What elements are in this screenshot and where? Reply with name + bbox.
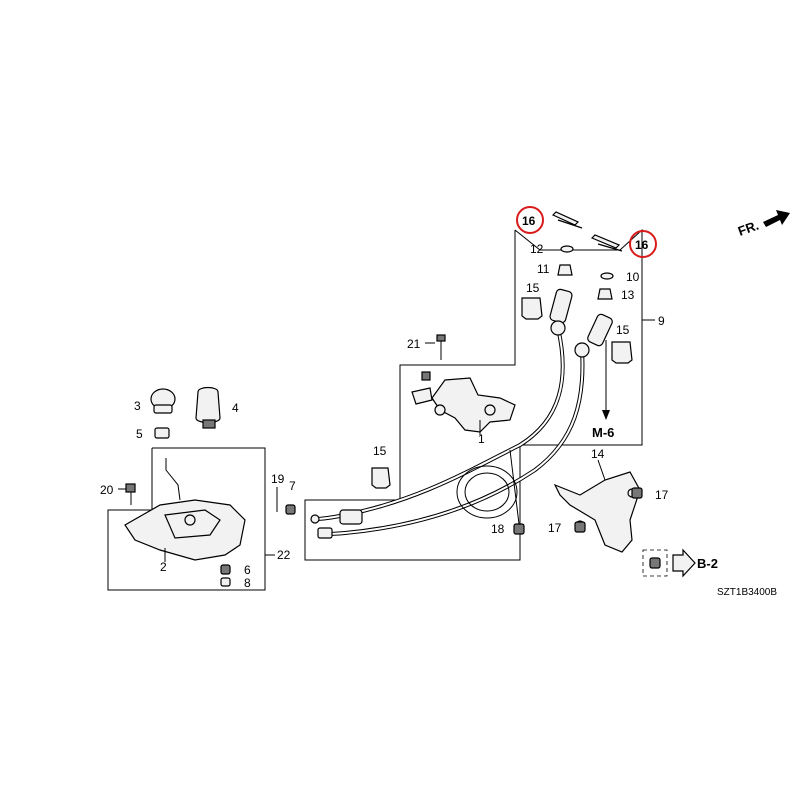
nut-17-upper [631,487,643,499]
label-part-12: 12 [530,242,544,256]
shift-knob-4 [195,386,221,429]
label-part-19: 19 [271,472,285,486]
label-part-11: 11 [537,262,550,276]
label-part-13: 13 [621,288,635,302]
label-part-10: 10 [626,270,640,284]
clip-small [411,371,433,405]
label-part-2: 2 [160,560,167,574]
nut-7 [285,504,296,515]
washer-12 [560,245,574,253]
cable-end-upper [549,288,573,336]
label-part-17-upper: 17 [655,488,669,502]
shift-lever-base [124,458,246,562]
collar-13 [597,288,613,300]
nut-17-lower [574,521,586,533]
clip-15-upper [521,297,543,320]
bolt-20 [118,483,136,505]
label-part-9: 9 [658,314,665,328]
part-labels: 1 2 3 4 5 6 7 8 9 10 11 12 13 14 15 15 1… [100,242,669,590]
diagram-code: SZT1B3400B [717,587,777,598]
label-part-4: 4 [232,401,239,415]
nut-18 [509,449,525,535]
cable-bracket [431,377,516,435]
label-part-7: 7 [289,479,296,493]
highlighted-part-16-right[interactable]: 16 [629,230,657,258]
label-part-18: 18 [491,522,505,536]
label-part-21: 21 [407,337,421,351]
label-part-17-lower: 17 [548,521,562,535]
label-part-15-right: 15 [616,323,630,337]
clip-15-right [611,341,633,364]
label-part-15-upper: 15 [526,281,540,295]
ref-b2-label: B-2 [697,556,718,571]
label-part-1: 1 [478,432,485,446]
bushing-6 [220,564,231,575]
label-part-20: 20 [100,483,114,497]
washer-10 [600,272,614,280]
cotter-pin-16-left [551,211,583,229]
front-arrow-icon [763,210,790,227]
shift-knob-3 [150,388,176,414]
cotter-pin-16-right [590,234,623,252]
label-part-22: 22 [277,548,291,562]
clip-15-left [371,467,391,489]
highlighted-part-16-left[interactable]: 16 [516,206,544,234]
label-part-16-left: 16 [522,214,536,228]
label-part-6: 6 [244,563,251,577]
cable-end-lower [574,313,613,358]
collar-11 [557,264,573,276]
label-part-14: 14 [591,447,605,461]
label-part-3: 3 [134,399,141,413]
label-part-15-left: 15 [373,444,387,458]
ref-m6-label: M-6 [592,425,614,440]
bolt-21 [425,334,446,360]
front-direction-marker: FR. [736,210,790,239]
b2-reference [642,548,696,578]
transmission-bracket [553,459,641,553]
cable-end-left [310,509,363,539]
label-part-5: 5 [136,427,143,441]
bushing-8 [220,577,231,587]
collar-5 [154,427,170,439]
front-marker-label: FR. [736,218,761,239]
label-part-16-right: 16 [635,238,649,252]
label-part-8: 8 [244,576,251,590]
shift-cables [314,327,585,536]
m6-reference [602,340,610,420]
